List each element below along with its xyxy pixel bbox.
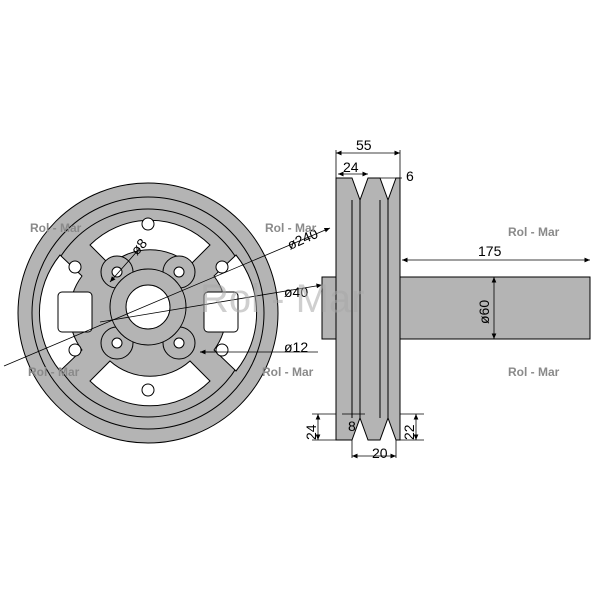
- dim-groove-depth: 24: [303, 424, 319, 440]
- watermark-top-middle: Rol - Mar: [265, 221, 317, 235]
- hub-bore: [125, 284, 171, 330]
- dim-rim-height: 22: [401, 424, 417, 440]
- watermark-bottom-middle: Rol - Mar: [262, 365, 314, 379]
- dim-shaft-diameter: ø60: [476, 300, 492, 324]
- side-dimension-lines: [312, 150, 590, 459]
- dim-hub-diameter: ø40: [284, 284, 308, 300]
- front-dimension-lines: [3, 227, 331, 367]
- rim-holes: [68, 217, 229, 397]
- web-window-top: [89, 219, 211, 266]
- dim-groove-spacing: 20: [372, 445, 388, 461]
- web-window-bottom: [89, 360, 211, 407]
- dim-groove-pitch: 24: [343, 159, 359, 175]
- watermark-bottom-left: Rol - Mar: [28, 365, 80, 379]
- dim-groove-top: 6: [406, 168, 414, 184]
- bolt-holes: [111, 266, 185, 349]
- watermark-center: Rol - Mar: [200, 277, 364, 321]
- watermark-bottom-right: Rol - Mar: [508, 365, 560, 379]
- watermark-top-left: Rol - Mar: [30, 221, 82, 235]
- dim-groove-bottom: 8: [348, 418, 356, 434]
- dim-total-width: 55: [356, 137, 372, 153]
- slot-right: [203, 291, 239, 333]
- slot-left: [57, 291, 93, 333]
- front-view: [17, 182, 279, 444]
- watermark-top-right: Rol - Mar: [508, 225, 560, 239]
- dim-shaft-length: 175: [478, 243, 502, 259]
- dim-hole-diameter: ø12: [284, 339, 308, 355]
